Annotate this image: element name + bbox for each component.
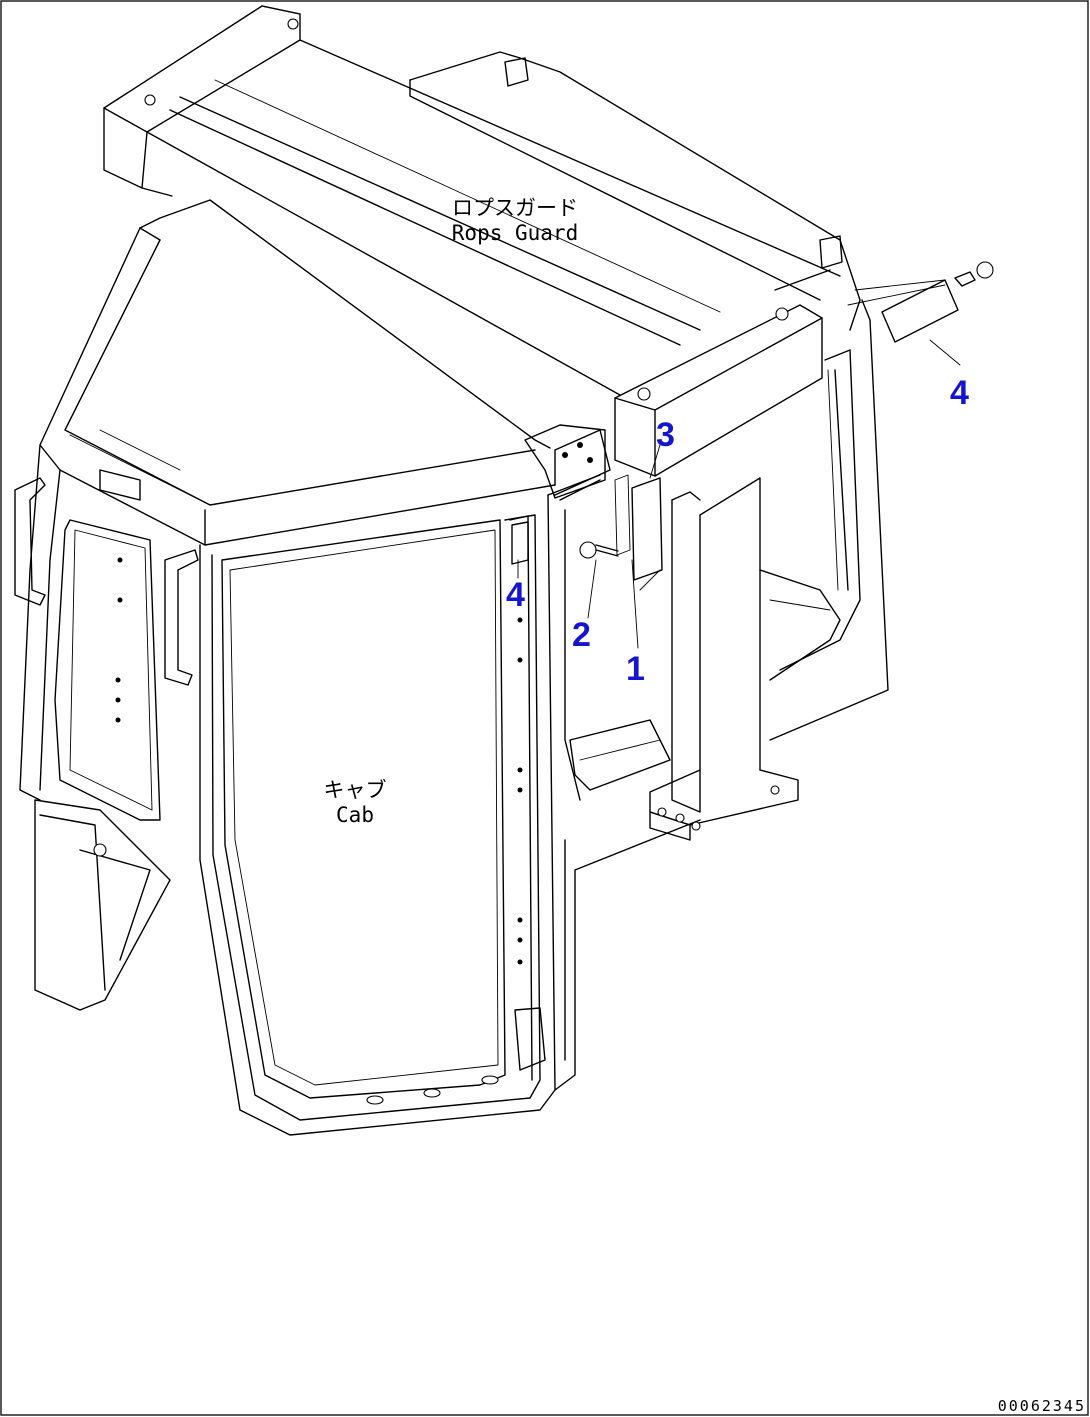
cab-label-en: Cab	[336, 803, 374, 828]
part-2-bolt	[579, 541, 619, 559]
leader-lines	[517, 279, 961, 649]
callout-part-4-right[interactable]: 4	[950, 374, 969, 412]
rops-guard-label-jp: ロプスガード	[452, 196, 578, 220]
cab-label: キャブ Cab	[300, 778, 410, 828]
rops-guard-top-beam	[103, 5, 841, 396]
callout-part-2[interactable]: 2	[572, 616, 591, 654]
callout-part-4-cab[interactable]: 4	[506, 576, 525, 614]
rops-guard-label-en: Rops Guard	[451, 221, 579, 246]
part-1-plate	[614, 474, 663, 591]
part-4-decal-plate	[881, 261, 994, 343]
rops-guard-post	[614, 304, 823, 841]
cab-body	[14, 444, 701, 1136]
rear-housing	[409, 51, 889, 801]
drawing-number: 00062345	[997, 1397, 1086, 1415]
cab-label-jp: キャブ	[323, 778, 387, 802]
callout-part-3[interactable]: 3	[656, 416, 675, 454]
rops-guard-label: ロプスガード Rops Guard	[430, 196, 600, 246]
callout-part-1[interactable]: 1	[626, 650, 645, 688]
